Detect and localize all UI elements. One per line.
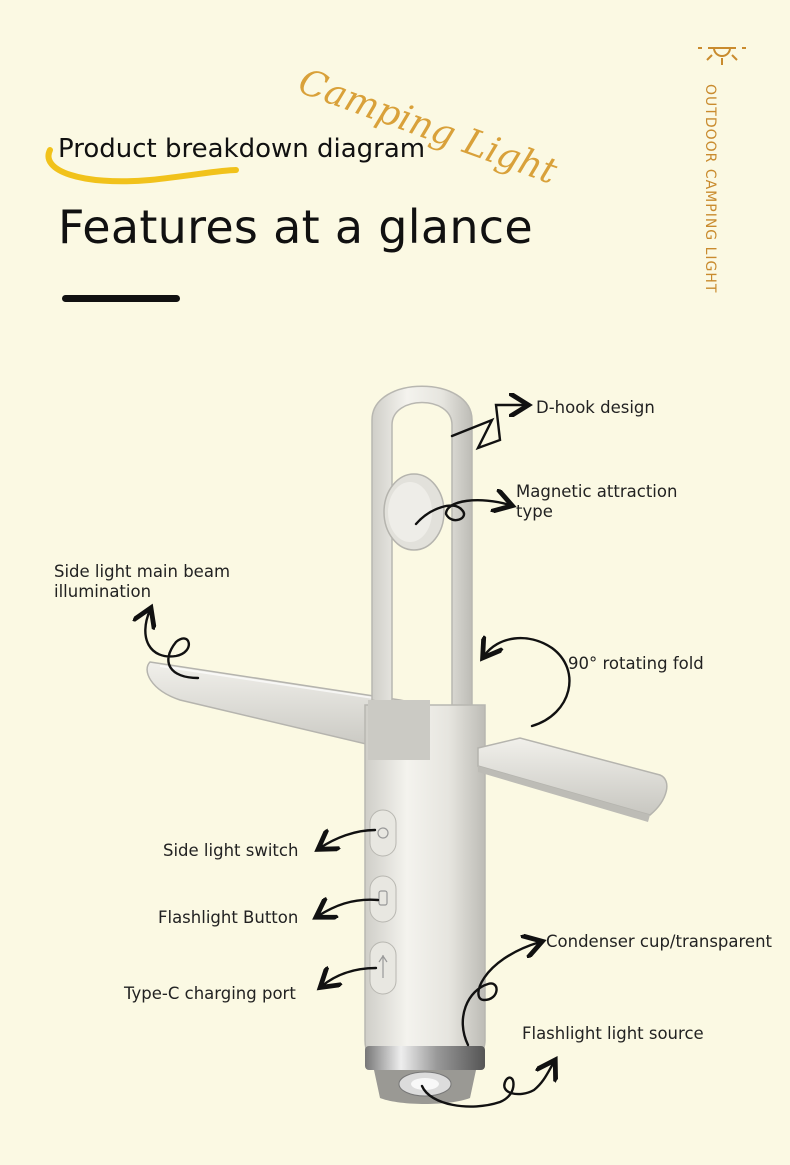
flashlight-head [365, 1046, 485, 1104]
callout-magnetic-line2: type [516, 502, 553, 521]
page-subtitle: Product breakdown diagram [58, 134, 426, 164]
arrow-light-source [420, 1062, 554, 1108]
callout-light-source: Flashlight light source [522, 1024, 704, 1043]
magnet-disc [383, 473, 445, 551]
callout-d-hook: D-hook design [536, 398, 655, 417]
callout-side-beam-line2: illumination [54, 582, 152, 601]
callout-magnetic-line1: Magnetic attraction [516, 482, 678, 501]
right-light-panel [477, 737, 668, 822]
callout-condenser-cup: Condenser cup/transparent [546, 932, 772, 951]
side-light-switch [369, 809, 397, 857]
arrow-flash-button [318, 900, 380, 916]
callout-side-switch: Side light switch [163, 841, 299, 860]
title-underline [62, 295, 180, 302]
arrow-magnet [414, 500, 510, 526]
page-title: Features at a glance [58, 200, 533, 254]
arrow-side-beam [145, 610, 200, 680]
vertical-brand-label: OUTDOOR CAMPING LIGHT [702, 84, 718, 294]
callout-typec-port: Type-C charging port [124, 984, 296, 1003]
arrow-condenser [461, 942, 540, 1047]
highlight-swoosh [40, 140, 240, 190]
arrow-d-hook [450, 405, 526, 451]
sun-lamp-icon [698, 38, 746, 68]
arrow-typec [322, 968, 378, 986]
arrow-rotating-fold [484, 638, 571, 728]
arrow-side-switch [320, 830, 377, 848]
callout-side-beam-line1: Side light main beam [54, 562, 231, 581]
callout-flash-button: Flashlight Button [158, 908, 299, 927]
callout-rotating-fold: 90° rotating fold [568, 654, 704, 673]
